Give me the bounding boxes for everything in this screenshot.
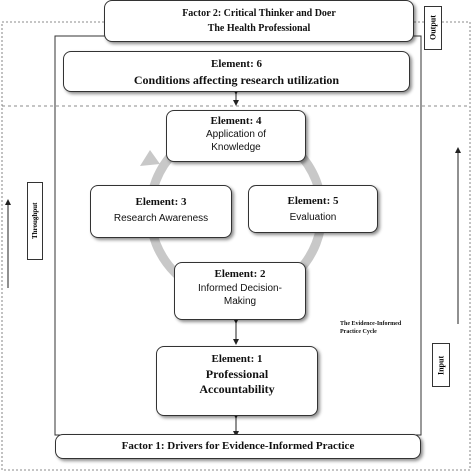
element2-body-line1: Informed Decision- — [198, 283, 282, 294]
element2-heading: Element: 2 — [214, 268, 266, 280]
cycle-caption-line1: The Evidence-Informed — [340, 321, 402, 327]
factor2-box: Factor 2: Critical Thinker and Doer The … — [104, 0, 414, 42]
element3-heading: Element: 3 — [135, 196, 187, 208]
cycle-caption-line2: Practice Cycle — [340, 329, 377, 335]
element1-heading: Element: 1 — [211, 353, 263, 365]
throughput-label: Throughput — [27, 182, 43, 260]
element2-box: Element: 2 Informed Decision- Making — [174, 262, 306, 320]
factor1-label: Factor 1: Drivers for Evidence-Informed … — [121, 440, 355, 452]
element2-body-line2: Making — [223, 296, 257, 307]
element4-body-line1: Application of — [205, 129, 267, 140]
element4-heading: Element: 4 — [210, 115, 262, 127]
element3-body: Research Awareness — [113, 213, 209, 224]
element1-body-line1: Professional — [205, 367, 269, 381]
element1-body-line2: Accountability — [199, 382, 275, 396]
element6-heading: Element: 6 — [210, 58, 262, 70]
element5-heading: Element: 5 — [287, 195, 339, 207]
cycle-caption: The Evidence-Informed Practice Cycle — [340, 320, 401, 336]
output-label: Output — [424, 6, 442, 50]
factor2-title: Factor 2: Critical Thinker and Doer — [182, 8, 336, 19]
element5-body: Evaluation — [289, 212, 337, 223]
element6-box: Element: 6 Conditions affecting research… — [63, 51, 410, 92]
factor1-box: Factor 1: Drivers for Evidence-Informed … — [55, 434, 421, 459]
factor2-subtitle: The Health Professional — [207, 23, 311, 34]
cycle-arrowhead — [140, 150, 160, 166]
element5-box: Element: 5 Evaluation — [248, 185, 378, 233]
element1-box: Element: 1 Professional Accountability — [156, 346, 318, 416]
element4-box: Element: 4 Application of Knowledge — [166, 110, 306, 162]
input-label: Input — [432, 343, 450, 387]
element4-body-line2: Knowledge — [211, 142, 261, 153]
element3-box: Element: 3 Research Awareness — [90, 185, 232, 238]
element6-body: Conditions affecting research utilizatio… — [133, 73, 340, 87]
